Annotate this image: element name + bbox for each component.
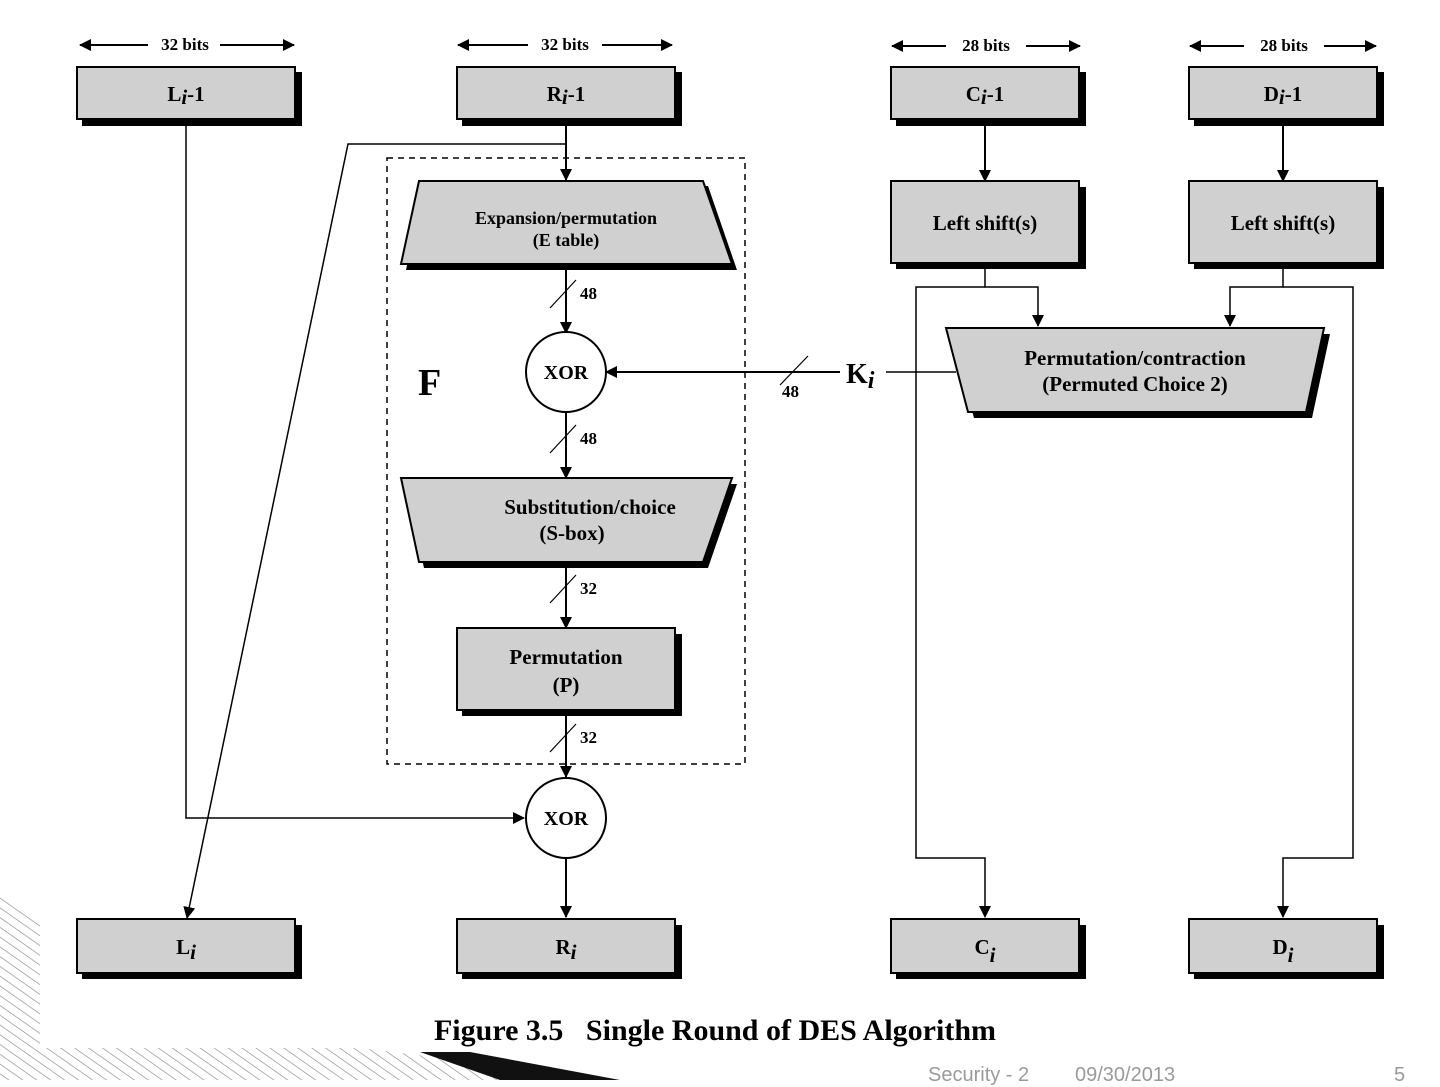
svg-text:Substitution/choice: Substitution/choice (504, 495, 676, 519)
left-shift-c-box: Left shift(s) (890, 180, 1086, 269)
r-to-li-line (183, 143, 566, 919)
bit-slash-32-a (549, 574, 577, 604)
svg-text:Permutation: Permutation (509, 645, 622, 669)
output-box-d: Di (1188, 918, 1384, 979)
svg-text:Li: Li (176, 935, 196, 964)
width-arrow-l: 32 bits (79, 35, 295, 54)
width-label-c: 28 bits (962, 36, 1010, 55)
output-box-l: Li (76, 918, 302, 979)
svg-text:Ri: Ri (555, 935, 576, 964)
svg-text:Permutation/contraction: Permutation/contraction (1024, 346, 1246, 370)
svg-text:XOR: XOR (544, 808, 589, 830)
footer-date: 09/30/2013 (1075, 1064, 1176, 1086)
output-box-r: Ri (456, 918, 682, 979)
input-box-d: Di-1 (1188, 66, 1384, 126)
bit-slash-48-key (779, 355, 809, 386)
xor-top-node: XOR (525, 331, 607, 413)
input-box-r: Ri-1 (456, 66, 682, 126)
permutation-box: Permutation (P) (456, 627, 682, 716)
bit-count-48-b: 48 (580, 429, 597, 448)
width-arrow-c: 28 bits (891, 36, 1081, 55)
input-box-l: Li-1 (76, 66, 302, 126)
footer-page-number: 5 (1394, 1064, 1406, 1086)
svg-text:(E table): (E table) (533, 230, 600, 251)
key-label: Ki (846, 359, 875, 394)
shift-c-to-ci-line (915, 286, 991, 918)
bit-count-48-key: 48 (782, 382, 799, 401)
svg-text:Left shift(s): Left shift(s) (1231, 211, 1335, 235)
width-arrow-r: 32 bits (457, 35, 673, 54)
bit-slash-32-b (549, 723, 577, 753)
width-label-r: 32 bits (541, 35, 589, 54)
input-box-c: Ci-1 (890, 66, 1086, 126)
bit-slash-48-b (549, 424, 577, 454)
svg-text:(S-box): (S-box) (539, 521, 604, 545)
svg-text:Ci: Ci (974, 935, 995, 967)
xor-bottom-node: XOR (525, 777, 607, 859)
width-label-l: 32 bits (161, 35, 209, 54)
output-box-c: Ci (890, 918, 1086, 979)
bit-count-48-a: 48 (580, 284, 597, 303)
bit-count-32-a: 32 (580, 579, 597, 598)
svg-text:Li-1: Li-1 (167, 82, 204, 109)
svg-text:Expansion/permutation: Expansion/permutation (475, 208, 657, 228)
svg-text:Left shift(s): Left shift(s) (933, 211, 1037, 235)
shift-c-to-pc2-line (984, 263, 1044, 327)
width-label-d: 28 bits (1260, 36, 1308, 55)
svg-text:(P): (P) (553, 673, 580, 697)
width-arrow-d: 28 bits (1189, 36, 1377, 55)
left-shift-d-box: Left shift(s) (1188, 180, 1384, 269)
pc2-box: Permutation/contraction (Permuted Choice… (944, 327, 1330, 418)
expansion-box: Expansion/permutation (E table) (399, 180, 737, 270)
footer-course: Security - 2 (928, 1064, 1030, 1086)
svg-text:Ri-1: Ri-1 (547, 82, 586, 109)
svg-text:Di: Di (1272, 935, 1293, 967)
shift-d-to-di-line (1277, 286, 1354, 918)
slide-corner-decoration (0, 895, 620, 1080)
li-minus-1-to-xor-line (185, 119, 525, 824)
svg-text:(Permuted Choice 2): (Permuted Choice 2) (1042, 372, 1227, 396)
svg-text:Di-1: Di-1 (1264, 82, 1303, 109)
figure-caption: Figure 3.5 Single Round of DES Algorithm (434, 1014, 996, 1047)
shift-d-to-pc2-line (1224, 263, 1284, 327)
svg-text:Ci-1: Ci-1 (966, 82, 1005, 109)
svg-text:XOR: XOR (544, 362, 589, 384)
bit-slash-48-a (549, 279, 577, 309)
function-f-label: F (418, 362, 441, 404)
substitution-box: Substitution/choice (S-box) (399, 477, 737, 568)
bit-count-32-b: 32 (580, 728, 597, 747)
